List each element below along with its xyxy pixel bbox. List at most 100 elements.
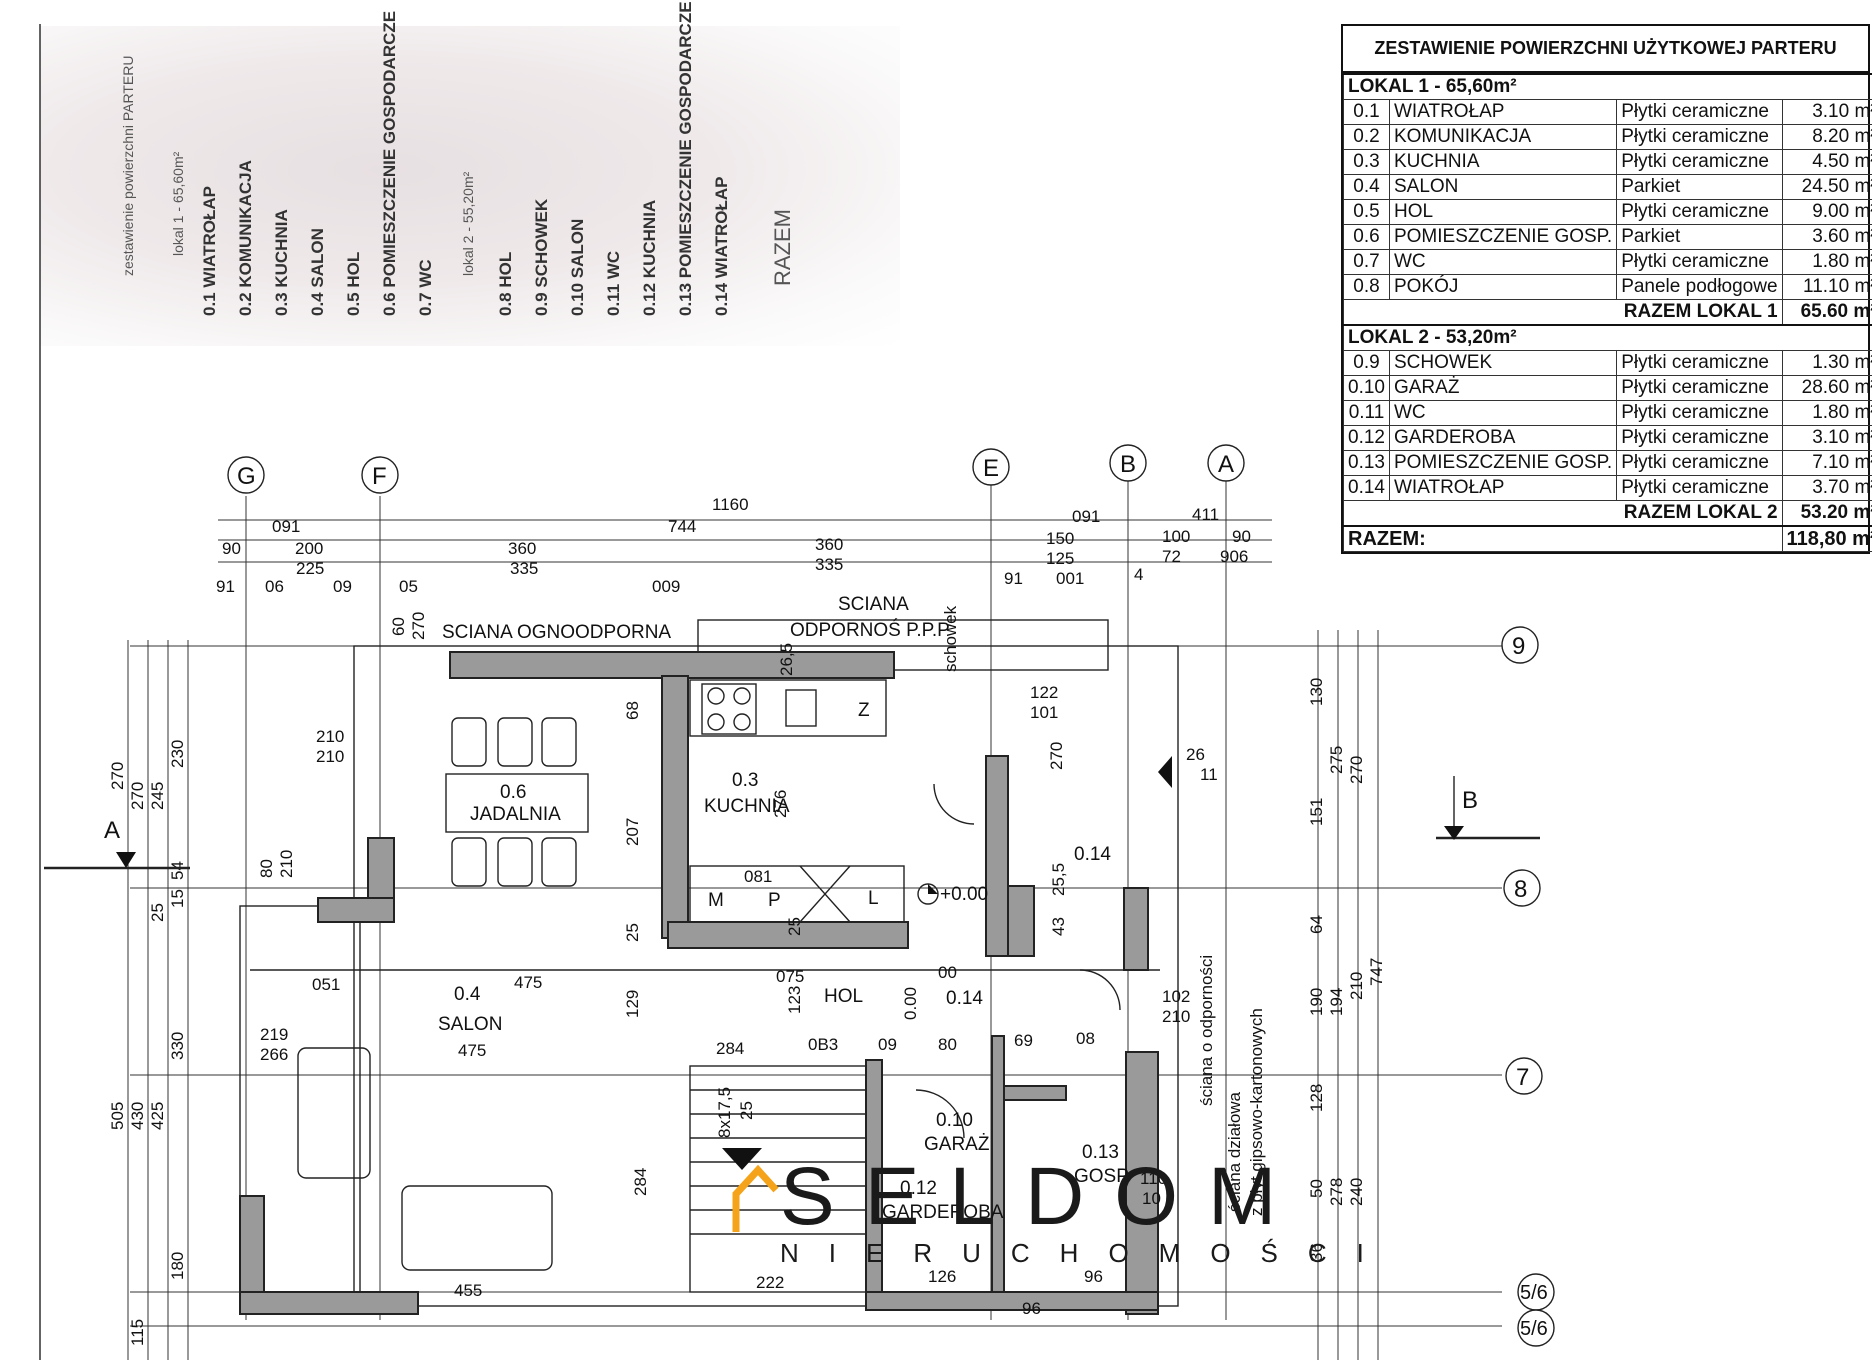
dim-label: 90 [222, 539, 241, 558]
room-area: 3.70 m² [1781, 475, 1872, 501]
axis-marker-e [972, 448, 1010, 486]
room-name: WIATROŁAP [1388, 475, 1618, 501]
room-material: Płytki ceramiczne [1616, 375, 1783, 401]
dim-label: 455 [454, 1281, 482, 1300]
dim-label: 91 [1004, 569, 1023, 588]
dim-label: 06 [265, 577, 284, 596]
room-num: 0.14 [1343, 475, 1390, 501]
dim-label: 129 [623, 990, 642, 1018]
dim-label: 051 [312, 975, 340, 994]
dim-label: 906 [1220, 547, 1248, 566]
room-name: GARAŻ [1388, 375, 1618, 401]
axis-label-7: 7 [1516, 1064, 1529, 1091]
section-label-a: A [104, 817, 120, 844]
dim-label: 130 [1307, 678, 1326, 706]
axis-marker-g [227, 456, 265, 494]
stair-outline [689, 1065, 867, 1293]
stair-arrow [722, 1148, 762, 1170]
burner [707, 687, 725, 705]
outer-outline [353, 645, 1179, 1307]
level-marker: +0.00 [917, 883, 988, 905]
room-num: 0.1 [1343, 99, 1390, 125]
room-num: 0.10 [1343, 375, 1390, 401]
room-num: 0.9 [1343, 350, 1390, 376]
room-area: 1.80 m² [1781, 400, 1872, 426]
dim-label: 122 [1030, 683, 1058, 702]
room-num: 0.11 [1343, 400, 1390, 426]
room-num: 0.3 [1343, 149, 1390, 175]
dim-label: 1160 [712, 495, 749, 514]
room-material: Płytki ceramiczne [1616, 124, 1783, 150]
room-number-gosp: 0.13 [1082, 1142, 1119, 1163]
room-num: 0.8 [1343, 274, 1390, 300]
dim-label: 64 [1307, 915, 1326, 934]
room-material: Płytki ceramiczne [1616, 400, 1783, 426]
stairs [689, 1065, 867, 1293]
dim-label: 25 [623, 923, 642, 942]
dim-label: 151 [1307, 798, 1326, 826]
dim-label: 96 [1022, 1299, 1041, 1318]
dim-label: 360 [815, 535, 843, 554]
dim-label: 475 [514, 973, 542, 992]
dim-label: 505 [108, 1102, 127, 1130]
level-label: +0.00 [940, 884, 988, 905]
room-name: SALON [1388, 174, 1618, 200]
dim-label: 001 [1056, 569, 1084, 588]
dim-label: 266 [260, 1045, 288, 1064]
armchair [297, 1047, 371, 1179]
dim-label: 270 [409, 612, 428, 640]
dim-label: 0.00 [901, 987, 920, 1020]
level-fill [928, 884, 938, 894]
room-area: 8.20 m² [1781, 124, 1872, 150]
dim-label: 284 [716, 1039, 744, 1058]
axis-label-e: E [983, 455, 999, 482]
chair [451, 717, 487, 767]
sink [785, 689, 817, 727]
dim-label: 0.14 [946, 988, 983, 1009]
right-dimensions: 130 275 270 151 64 190 194 210 747 128 5… [1307, 630, 1386, 1360]
dim-label: 25 [148, 903, 167, 922]
axis-label-8: 8 [1514, 876, 1527, 903]
roof-logo-icon [732, 1164, 779, 1232]
dim-label: 110 [1140, 1169, 1167, 1188]
chair [541, 717, 577, 767]
kitchen-fittings: M P L Z 081 [689, 679, 905, 923]
appliance-label-p: P [768, 890, 781, 911]
top-dimensions: 1160 744 091 091 411 90 200 360 360 150 … [216, 495, 1272, 596]
dim-label: 08 [1076, 1029, 1095, 1048]
room-area: 3.60 m² [1781, 224, 1872, 250]
dim-label: 210 [1162, 1007, 1190, 1026]
section-arrow-a [116, 852, 136, 868]
room-number-jadalnia: 0.6 [500, 782, 526, 803]
room-number-garaz: 0.10 [936, 1110, 973, 1131]
dim-label: 091 [272, 517, 300, 536]
room-name: WIATROŁAP [1388, 99, 1618, 125]
room-area: 1.30 m² [1781, 350, 1872, 376]
appliance-label-m: M [708, 890, 724, 911]
wall-salon-bottom [239, 1291, 419, 1315]
room-material: Płytki ceramiczne [1616, 475, 1783, 501]
dim-label: 075 [776, 967, 804, 986]
axis-label-56a: 5/6 [1520, 1282, 1548, 1304]
section-markers: A B [44, 756, 1540, 870]
room-num: 0.4 [1343, 174, 1390, 200]
dim-label: 270 [1047, 742, 1066, 770]
wall-kitchen-left [661, 675, 689, 939]
axis-marker-9 [1501, 626, 1539, 664]
dim-label: 80 [938, 1035, 957, 1054]
dim-label: 091 [1072, 507, 1100, 526]
dim-label: 43 [1049, 917, 1068, 936]
axis-marker-f [361, 456, 399, 494]
axis-label-56b: 5/6 [1520, 1318, 1548, 1340]
room-area: 3.10 m² [1781, 425, 1872, 451]
dim-label: 25,5 [1049, 863, 1068, 896]
label-partition-1: ściana działowa [1225, 1091, 1244, 1212]
room-num: 0.12 [1343, 425, 1390, 451]
dim-label: 430 [128, 1102, 147, 1130]
dim-label: 128 [1307, 1084, 1326, 1112]
dim-label: 744 [668, 517, 696, 536]
dim-label: 180 [168, 1252, 187, 1280]
